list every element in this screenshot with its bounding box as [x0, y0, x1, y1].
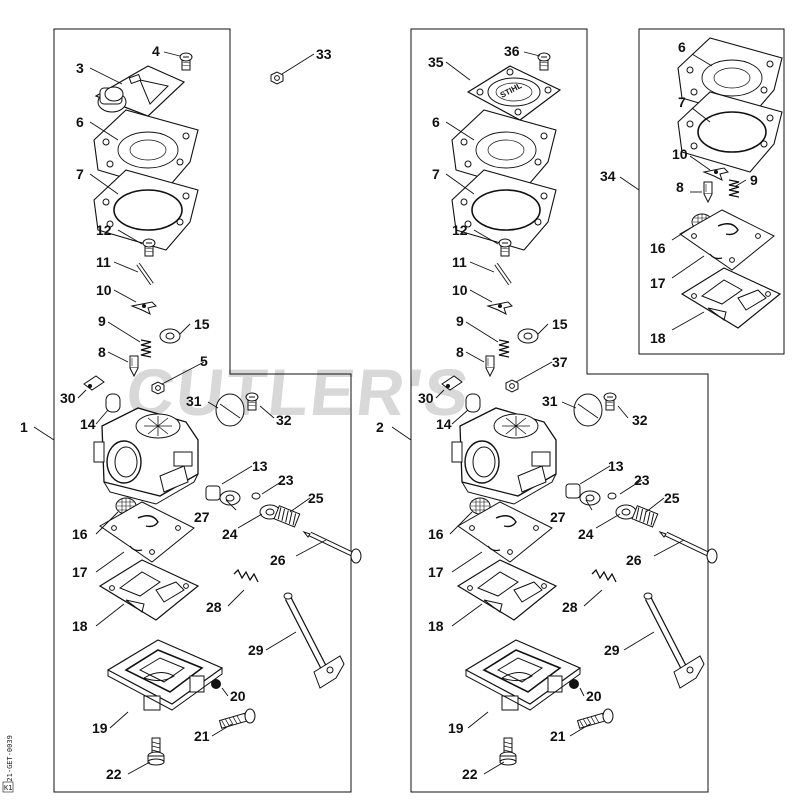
callout-29-b: 29 — [604, 642, 620, 658]
callout-18-b: 18 — [428, 618, 444, 634]
callout-17: 17 — [72, 564, 88, 580]
callout-7-c: 7 — [678, 94, 686, 110]
callout-30-b: 30 — [418, 390, 434, 406]
kit-34-frame — [638, 28, 785, 355]
callout-22-b: 22 — [462, 766, 478, 782]
callout-8: 8 — [98, 344, 106, 360]
callout-29: 29 — [248, 642, 264, 658]
callout-27: 27 — [194, 509, 210, 525]
callout-4: 4 — [152, 43, 160, 59]
callout-18: 18 — [72, 618, 88, 634]
callout-18-c: 18 — [650, 330, 666, 346]
callout-28-b: 28 — [562, 599, 578, 615]
callout-21-b: 21 — [550, 728, 566, 744]
callout-16: 16 — [72, 526, 88, 542]
callout-31-b: 31 — [542, 393, 558, 409]
callout-35: 35 — [428, 54, 444, 70]
assembly-2-frame — [410, 28, 709, 793]
callout-34: 34 — [600, 168, 616, 184]
callout-33: 33 — [316, 46, 332, 62]
callout-21: 21 — [194, 728, 210, 744]
callout-12-b: 12 — [452, 222, 468, 238]
callout-37: 37 — [552, 354, 568, 370]
callout-20: 20 — [230, 688, 246, 704]
callout-5: 5 — [200, 353, 208, 369]
stihl-pump-cover: STIHL — [467, 65, 561, 121]
drawing-badge — [2, 781, 14, 793]
leader-lines — [33, 51, 747, 775]
callout-24-b: 24 — [578, 526, 594, 542]
drawing-badge-text: K1 — [4, 784, 12, 792]
callout-2: 2 — [376, 419, 384, 435]
callout-11: 11 — [96, 254, 111, 270]
callout-17-b: 17 — [428, 564, 444, 580]
callout-11-b: 11 — [452, 254, 467, 270]
callout-7: 7 — [76, 166, 84, 182]
callout-14-b: 14 — [436, 416, 452, 432]
callout-10: 10 — [96, 282, 112, 298]
callout-25-b: 25 — [664, 490, 680, 506]
callout-16-b: 16 — [428, 526, 444, 542]
callout-22: 22 — [106, 766, 122, 782]
callout-6-c: 6 — [678, 39, 686, 55]
callout-10-c: 10 — [672, 146, 688, 162]
watermark: CUTLER'S — [123, 356, 474, 430]
assembly-1-frame — [53, 28, 352, 793]
callout-8-c: 8 — [676, 179, 684, 195]
callout-28: 28 — [206, 599, 222, 615]
callout-13: 13 — [252, 458, 268, 474]
callout-16-c: 16 — [650, 240, 666, 256]
callout-13-b: 13 — [608, 458, 624, 474]
callout-15: 15 — [194, 316, 210, 332]
drawing-code: 1121-GET-0039 — [6, 735, 14, 790]
callout-6-b: 6 — [432, 114, 440, 130]
callout-26-b: 26 — [626, 552, 642, 568]
callout-19-b: 19 — [448, 720, 464, 736]
assembly-1-parts — [83, 52, 361, 766]
callout-23: 23 — [278, 472, 294, 488]
callout-9-c: 9 — [750, 172, 758, 188]
callout-15-b: 15 — [552, 316, 568, 332]
assembly-2-parts: STIHL — [441, 52, 717, 766]
kit-34-parts — [677, 37, 783, 329]
callout-31: 31 — [186, 393, 202, 409]
callout-17-c: 17 — [650, 275, 666, 291]
callout-20-b: 20 — [586, 688, 602, 704]
callout-labels: 1 3 4 6 7 12 11 10 9 15 8 5 30 14 31 32 … — [20, 39, 758, 782]
callout-32: 32 — [276, 412, 292, 428]
callout-8-b: 8 — [456, 344, 464, 360]
callout-7-b: 7 — [432, 166, 440, 182]
callout-26: 26 — [270, 552, 286, 568]
callout-10-b: 10 — [452, 282, 468, 298]
callout-9-b: 9 — [456, 313, 464, 329]
callout-24: 24 — [222, 526, 238, 542]
callout-14: 14 — [80, 416, 96, 432]
callout-23-b: 23 — [634, 472, 650, 488]
callout-32-b: 32 — [632, 412, 648, 428]
callout-25: 25 — [308, 490, 324, 506]
callout-6: 6 — [76, 114, 84, 130]
callout-27-b: 27 — [550, 509, 566, 525]
callout-9: 9 — [98, 313, 106, 329]
callout-19: 19 — [92, 720, 108, 736]
callout-36: 36 — [504, 43, 520, 59]
callout-30: 30 — [60, 390, 76, 406]
callout-1: 1 — [20, 419, 28, 435]
callout-3: 3 — [76, 60, 84, 76]
callout-12: 12 — [96, 222, 112, 238]
